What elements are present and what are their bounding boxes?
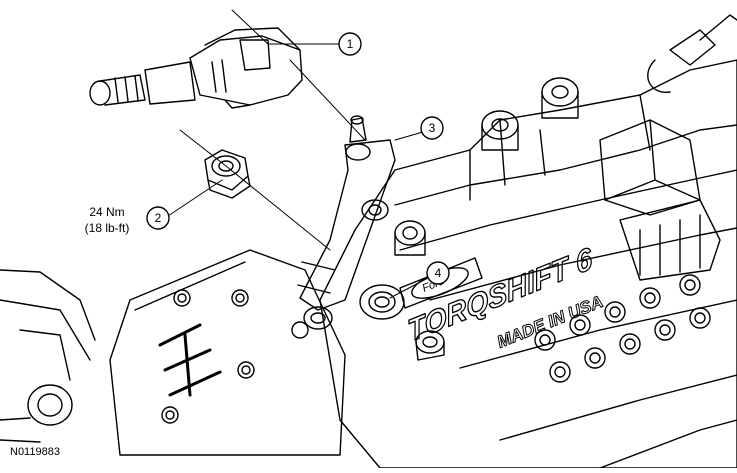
bolt-array xyxy=(534,274,711,383)
leader-lines xyxy=(167,9,431,299)
callout-3-label: 3 xyxy=(429,121,436,135)
callout-4: 4 xyxy=(426,261,450,285)
selector-lever xyxy=(297,115,396,311)
callout-2-label: 2 xyxy=(155,211,162,225)
shaft-bore xyxy=(359,284,445,361)
left-harness xyxy=(0,269,96,443)
cover-plate xyxy=(109,249,346,456)
torque-metric: 24 Nm xyxy=(89,205,125,219)
callout-3: 3 xyxy=(420,116,444,140)
figure-id: N0119883 xyxy=(10,446,60,458)
speed-sensor xyxy=(89,27,303,109)
transmission-housing xyxy=(319,59,737,469)
hex-nut xyxy=(204,149,251,199)
callout-1-label: 1 xyxy=(347,37,354,51)
connector-block xyxy=(599,14,737,281)
cylinder-bosses xyxy=(303,77,579,330)
torque-spec: 24 Nm (18 lb-ft) xyxy=(62,204,152,236)
callout-2: 2 xyxy=(146,206,170,230)
callout-4-label: 4 xyxy=(435,266,442,280)
torque-imperial: (18 lb-ft) xyxy=(84,221,130,235)
callout-1: 1 xyxy=(338,32,362,56)
